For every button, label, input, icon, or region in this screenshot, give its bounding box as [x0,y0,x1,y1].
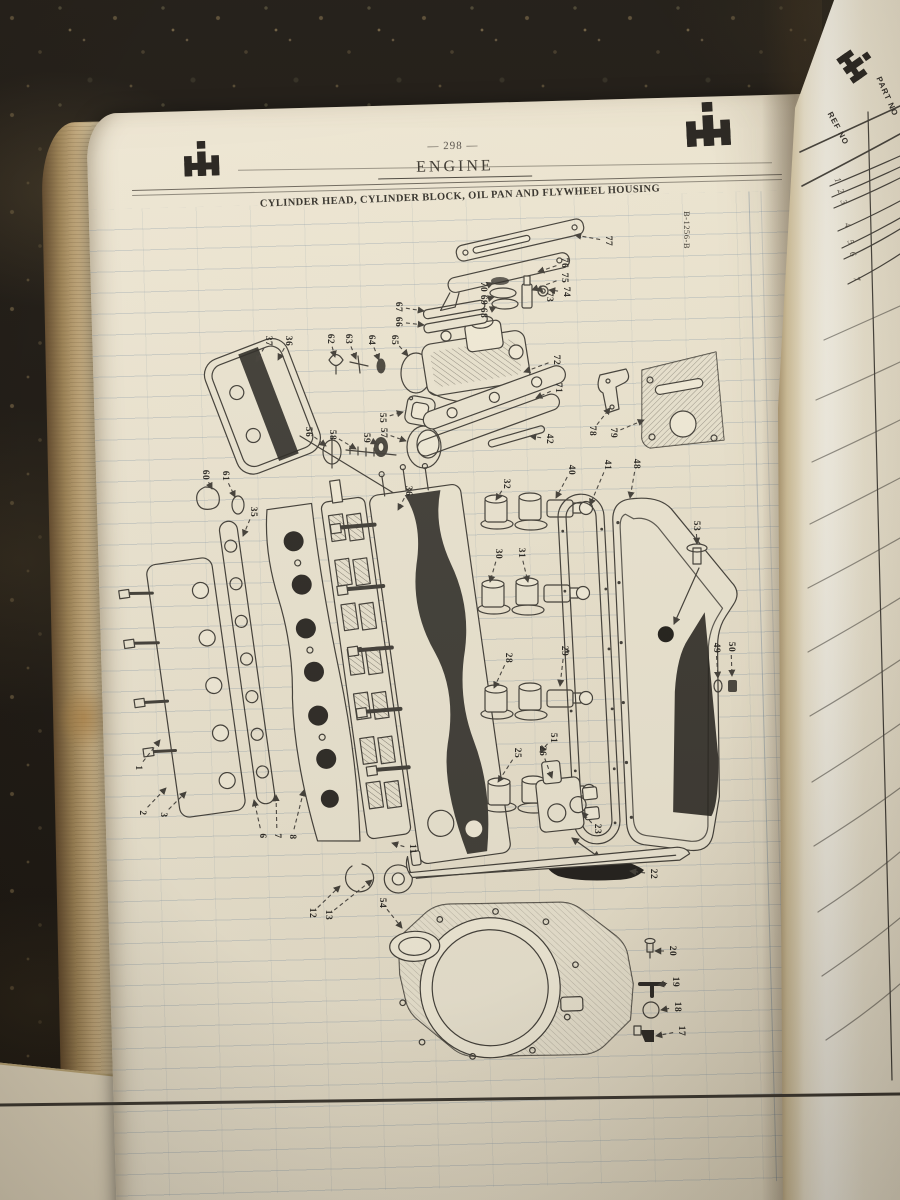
callout-55: 55 [377,412,387,424]
callout-62: 62 [325,333,335,345]
callout-65: 65 [389,334,399,346]
callout-13: 13 [323,909,333,921]
callout-3: 3 [158,812,168,818]
callout-11: 11 [407,844,417,854]
callout-53: 53 [691,520,701,532]
callout-59: 59 [361,432,371,444]
callout-2: 2 [137,810,147,816]
page-curl-highlight [778,0,900,1200]
callout-69: 69 [478,294,488,306]
engine-top-assembly [400,315,531,403]
callout-1: 1 [133,765,143,771]
ih-logo-icon [685,101,732,148]
oil-pan [612,497,738,852]
cylinder-head [265,502,361,842]
callout-51: 51 [548,732,558,744]
callout-78: 78 [587,425,597,437]
callout-32: 32 [501,478,511,490]
callout-41: 41 [602,459,612,471]
manifold [118,557,246,818]
callout-61: 61 [220,470,230,482]
callout-50: 50 [726,641,736,653]
water-outlet-group [322,395,442,469]
callout-66: 66 [393,316,403,328]
callout-79: 79 [608,427,618,439]
callout-12: 12 [307,907,317,919]
callout-18: 18 [672,1001,682,1013]
facing-page-curl [778,0,900,1200]
callout-71: 71 [553,382,563,394]
callout-73: 73 [544,291,554,303]
oil-tube-rod [383,846,691,894]
callout-74: 74 [561,286,571,298]
callout-31: 31 [516,547,526,559]
callout-76: 76 [559,257,569,269]
callout-30: 30 [493,548,503,560]
callout-8: 8 [287,834,297,840]
callout-54: 54 [377,897,387,909]
callout-42: 42 [544,433,554,445]
callout-60: 60 [200,469,210,481]
callout-22: 22 [648,868,658,880]
callout-67: 67 [393,301,403,313]
head-gasket [218,520,276,805]
callout-57: 57 [378,427,388,439]
small-fittings [633,937,666,1042]
callout-25: 25 [512,747,522,759]
callout-23: 23 [592,823,602,835]
valve-cover [203,337,321,475]
ih-logo-icon [183,140,220,177]
callout-35: 35 [248,506,258,518]
callout-64: 64 [366,334,376,346]
side-plate [641,351,725,449]
callout-68: 68 [478,307,488,319]
callout-26: 26 [537,745,547,757]
callout-58: 58 [327,429,337,441]
callout-63: 63 [343,333,353,345]
callout-40: 40 [566,464,576,476]
callout-77: 77 [603,235,613,247]
callout-75: 75 [559,272,569,284]
ih-logo-icon [836,42,878,84]
callout-7: 7 [272,833,282,839]
callout-36: 36 [283,335,293,347]
callout-70: 70 [478,281,488,293]
callout-6: 6 [257,833,267,839]
flywheel-housing [389,901,634,1060]
cylinder-block [329,462,511,867]
callout-37: 37 [263,335,273,347]
callout-20: 20 [667,945,677,957]
callout-72: 72 [551,354,561,366]
cover-gaskets [422,299,488,334]
callout-28: 28 [503,652,513,664]
callout-49: 49 [711,642,721,654]
callout-48: 48 [631,458,641,470]
manifold-gaskets [416,365,566,457]
callout-29: 29 [559,645,569,657]
callout-56: 56 [303,426,313,438]
callout-36: 36 [403,485,413,497]
callout-17: 17 [676,1025,686,1037]
callout-19: 19 [670,976,680,988]
